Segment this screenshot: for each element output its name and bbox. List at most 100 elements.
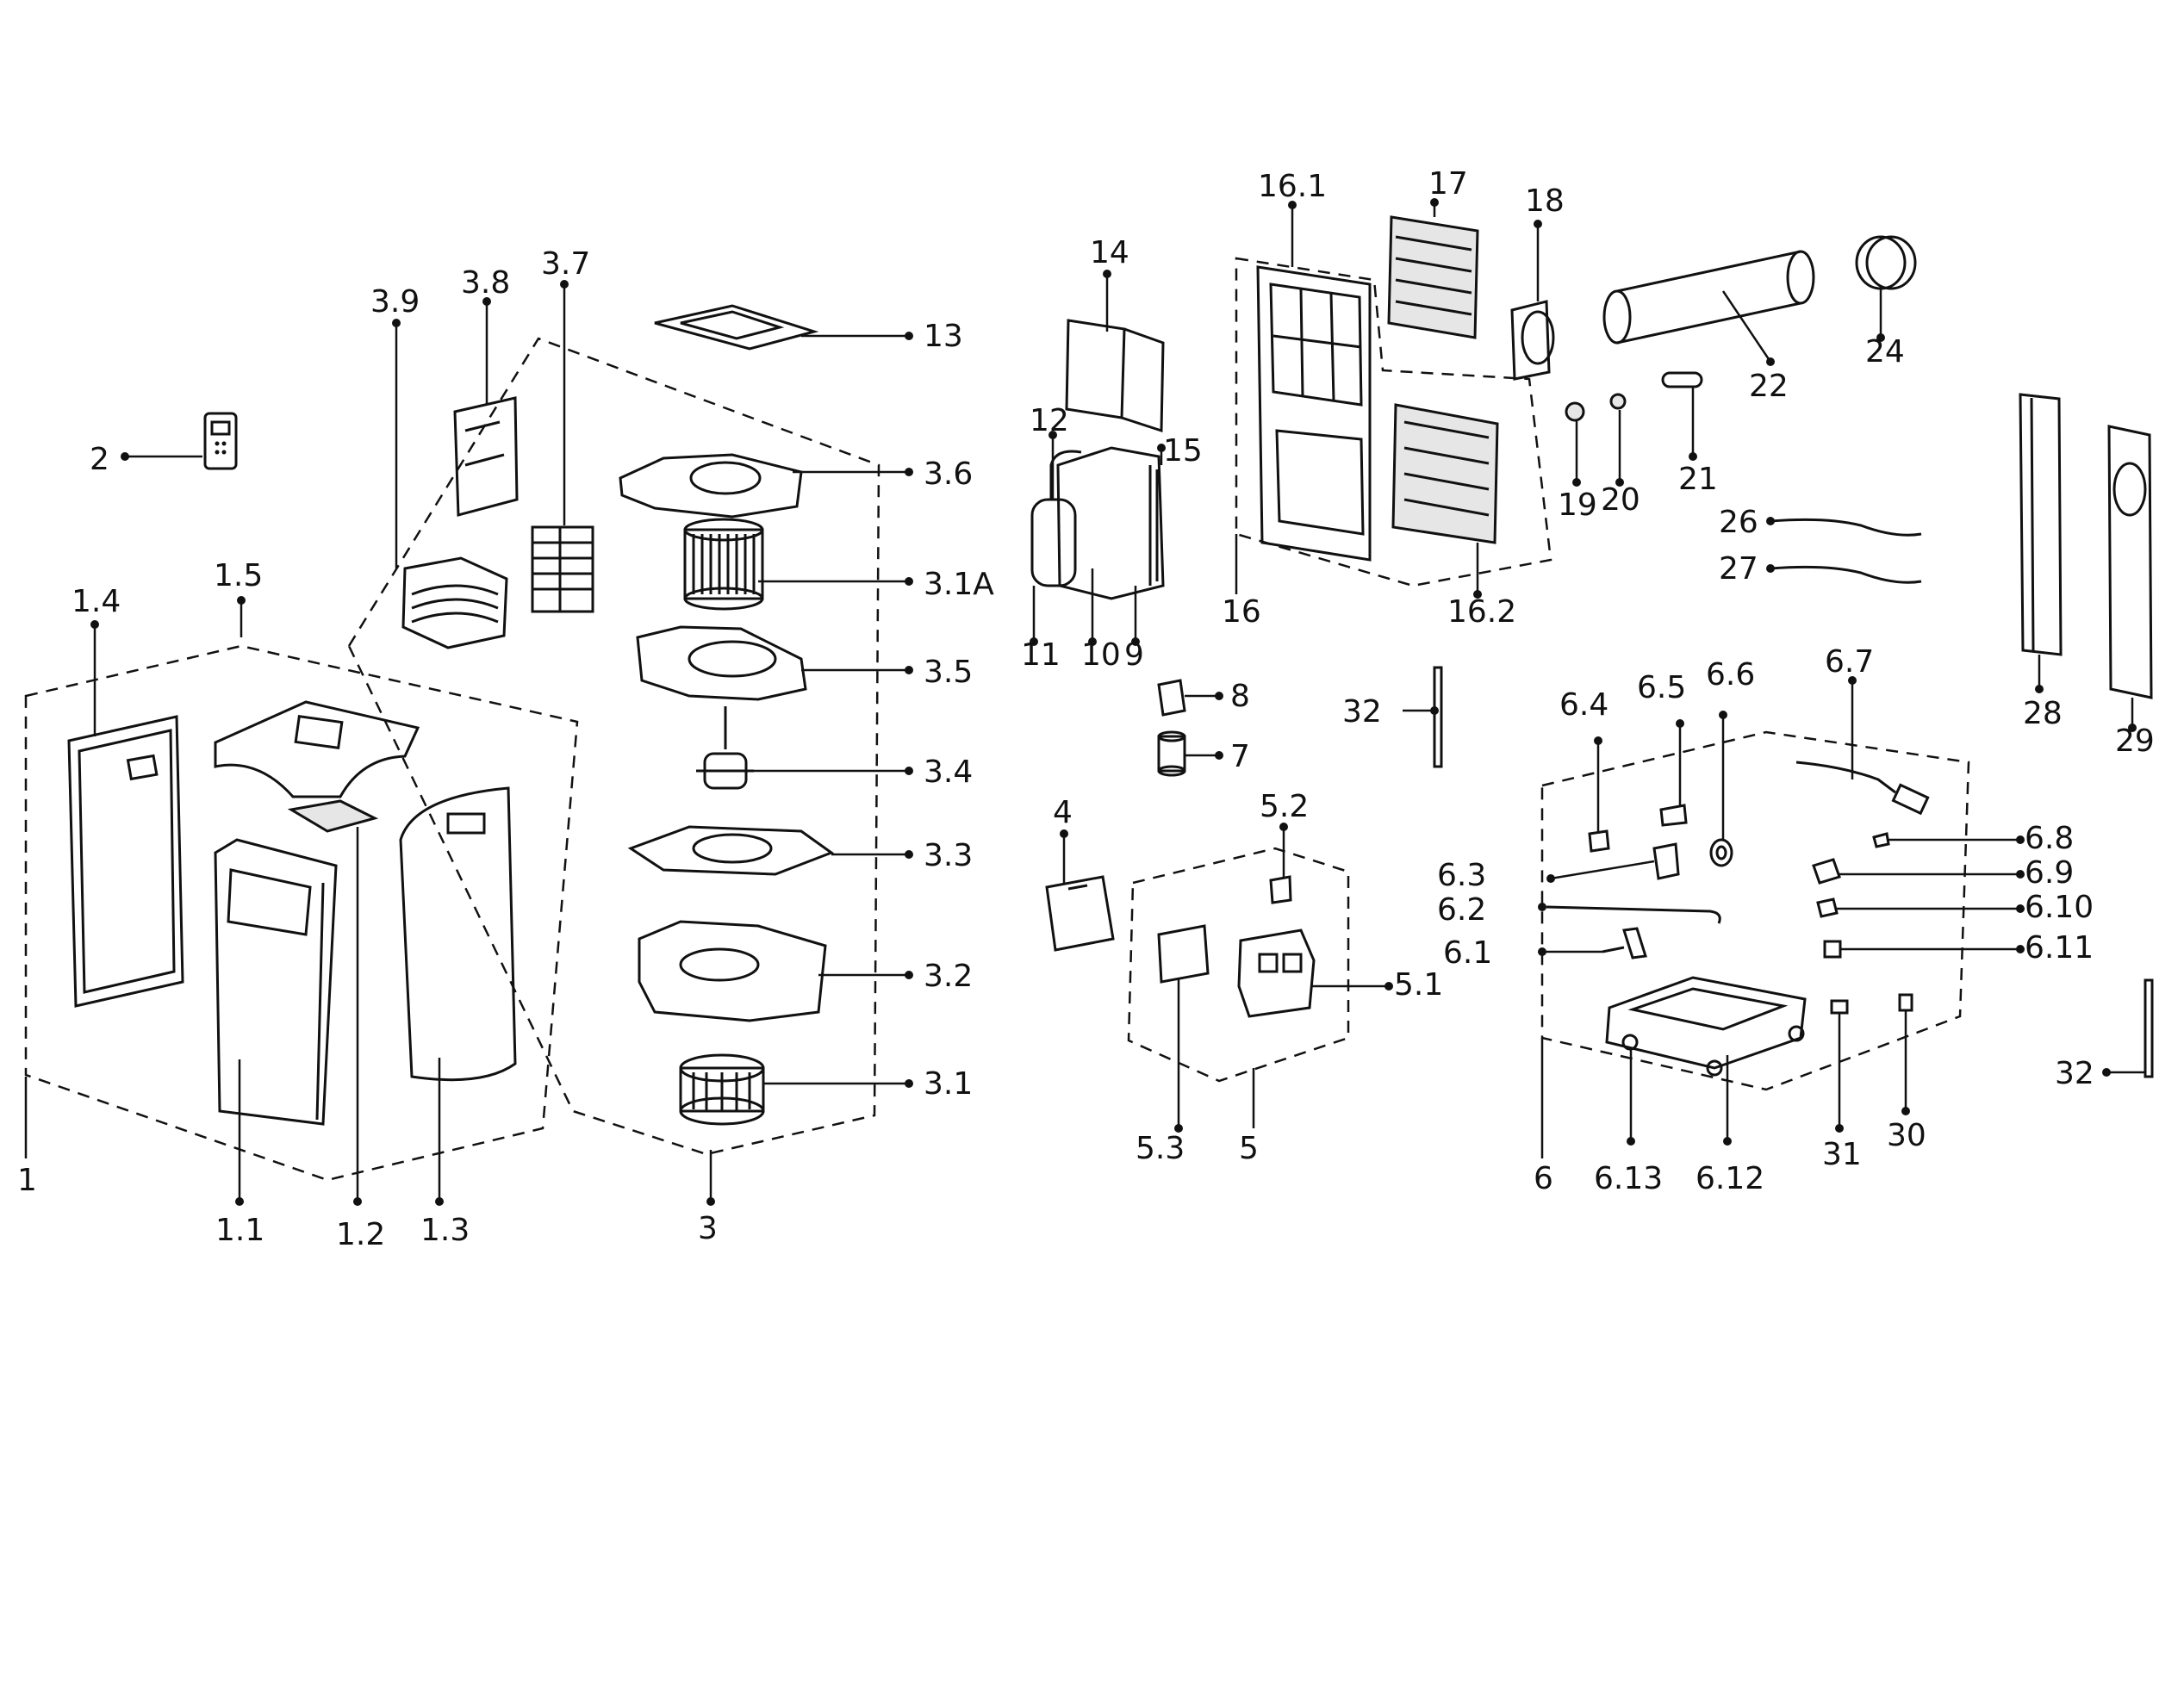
group-1-outline: [24, 644, 579, 1182]
callout-13: 13: [924, 319, 963, 354]
relay-part: [1269, 875, 1292, 904]
compressor-part: [1030, 450, 1082, 587]
callout-29: 29: [2115, 724, 2155, 759]
callout-3-3: 3.3: [924, 838, 973, 873]
fan-housing-part: [636, 625, 807, 701]
callout-6-10: 6.10: [2025, 890, 2094, 925]
callout-30: 30: [1887, 1118, 1926, 1153]
callout-15: 15: [1163, 433, 1203, 469]
front-panel-part: [214, 838, 338, 1126]
callout-6-5: 6.5: [1637, 670, 1686, 705]
callout-24: 24: [1865, 334, 1905, 370]
caster-part: [1898, 993, 1913, 1012]
float-arm-part: [1602, 927, 1647, 959]
fan-motor-part: [696, 706, 754, 790]
power-cord-part: [1795, 761, 1930, 816]
volute-cover-part: [619, 453, 803, 519]
callout-6-2: 6.2: [1437, 892, 1486, 928]
callout-3-8: 3.8: [461, 265, 510, 301]
evaporator-coil-part: [401, 556, 508, 649]
sensor-part: [1659, 804, 1688, 827]
callout-3: 3: [698, 1211, 718, 1246]
callout-6-1: 6.1: [1443, 935, 1492, 971]
drain-pipe-part: [1661, 371, 1703, 388]
base-volute-part: [638, 920, 827, 1022]
callout-5-3: 5.3: [1136, 1131, 1185, 1166]
exhaust-hose-part: [1602, 250, 1815, 345]
window-adapter-part: [1855, 235, 1917, 290]
motor-bracket-part: [627, 825, 835, 876]
rear-panel-part: [399, 786, 517, 1082]
louver-grille-part: [531, 525, 594, 613]
float-switch-part: [1588, 829, 1610, 853]
base-tray-part: [1605, 976, 1807, 1077]
condenser-part: [1065, 319, 1165, 433]
group-3-outline: [347, 337, 880, 1156]
callout-31: 31: [1822, 1137, 1862, 1172]
callout-1-4: 1.4: [72, 584, 121, 619]
callout-28: 28: [2023, 696, 2063, 731]
cross-flow-wheel-part: [683, 518, 764, 611]
back-frame-part: [1256, 265, 1372, 562]
centrifugal-wheel-part: [679, 1053, 765, 1126]
callout-18: 18: [1525, 183, 1565, 219]
drain-plug-part: [1565, 401, 1585, 422]
block-part: [1823, 940, 1842, 959]
callout-6: 6: [1534, 1161, 1553, 1196]
callout-11: 11: [1021, 637, 1061, 673]
callout-3-1: 3.1: [924, 1066, 973, 1102]
window-slider-extension-part: [2107, 425, 2153, 699]
callout-19: 19: [1558, 488, 1597, 523]
drain-seal-part: [1709, 838, 1733, 867]
upper-filter-part: [1387, 215, 1479, 339]
electric-box-part: [1237, 928, 1316, 1018]
water-pump-part: [1652, 842, 1680, 880]
callout-4: 4: [1053, 795, 1073, 830]
circuit-board-part: [1045, 875, 1115, 952]
callout-6-9: 6.9: [2025, 855, 2074, 891]
callout-6-7: 6.7: [1825, 644, 1874, 680]
bracket-strip-part: [2144, 978, 2154, 1078]
callout-6-13: 6.13: [1594, 1161, 1663, 1196]
callout-3-6: 3.6: [924, 456, 973, 492]
callout-5-2: 5.2: [1260, 789, 1309, 824]
fan-bracket-top-part: [654, 304, 819, 351]
callout-14: 14: [1090, 235, 1129, 270]
callout-6-11: 6.11: [2025, 930, 2094, 966]
drain-tube-part: [1546, 905, 1721, 924]
side-panel-part: [67, 715, 184, 1008]
lower-filter-part: [1391, 403, 1499, 544]
callout-26: 26: [1719, 505, 1758, 540]
callout-17: 17: [1428, 166, 1468, 202]
callout-1: 1: [17, 1163, 37, 1198]
callout-27: 27: [1719, 551, 1758, 587]
callout-32-upper: 32: [1342, 694, 1382, 730]
air-guide-part: [453, 396, 519, 517]
callout-16-1: 16.1: [1258, 169, 1327, 204]
callout-1-5: 1.5: [214, 558, 263, 593]
callout-12: 12: [1030, 403, 1069, 438]
callout-20: 20: [1601, 482, 1640, 518]
callout-1-3: 1.3: [420, 1213, 470, 1248]
drain-cap-part: [1609, 393, 1627, 410]
callout-16-2: 16.2: [1447, 594, 1516, 630]
terminal-part: [1816, 897, 1839, 918]
group-5-outline: [1127, 847, 1350, 1083]
callout-3-2: 3.2: [924, 959, 973, 994]
callout-7: 7: [1230, 739, 1250, 774]
callout-6-6: 6.6: [1706, 657, 1755, 692]
callout-3-1a: 3.1A: [924, 567, 994, 602]
callout-1-2: 1.2: [336, 1217, 385, 1252]
switch-part: [1812, 858, 1841, 885]
callout-3-4: 3.4: [924, 755, 973, 790]
capacitor-part: [1157, 730, 1186, 777]
callout-21: 21: [1678, 462, 1718, 497]
callout-1-1: 1.1: [215, 1213, 264, 1248]
callout-22: 22: [1749, 369, 1789, 404]
control-board-part: [1157, 924, 1210, 984]
control-panel-part: [287, 799, 379, 833]
callout-2: 2: [90, 442, 109, 477]
callout-6-4: 6.4: [1559, 687, 1608, 723]
callout-6-8: 6.8: [2025, 821, 2074, 856]
bracket-strip-part: [1433, 666, 1443, 768]
